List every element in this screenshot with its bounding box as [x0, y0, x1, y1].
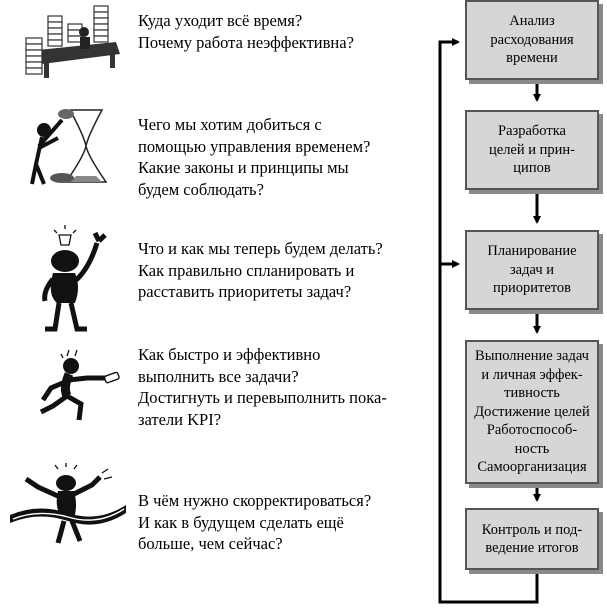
feedback-loop-line [438, 38, 539, 604]
step-text: Самоорганизация [477, 459, 587, 476]
step-text: Работоспособ- [486, 422, 578, 439]
step-text: ность [514, 440, 550, 457]
step-execution-box: Выполнение задач и личная эффек- тивност… [465, 340, 599, 484]
idea-person-icon [42, 225, 107, 332]
paperwork-desk-icon [25, 5, 120, 78]
step-text: ципов [513, 160, 551, 177]
question-line: Куда уходит всё время? [138, 11, 303, 30]
step-goals-box: Разработка целей и прин- ципов [465, 110, 599, 190]
question-line: затели KPI? [138, 409, 222, 429]
step-text: ведение итогов [485, 540, 579, 556]
question-line: будем соблюдать? [138, 179, 264, 199]
question-line: расставить приоритеты задач? [138, 282, 352, 301]
question-line: выполнить все задачи? [138, 366, 299, 386]
question-1: Куда уходит всё время? Почему работа неэ… [138, 10, 354, 53]
step-text: Разработка [498, 123, 566, 140]
question-line: Достигнуть и перевыполнить пока- [138, 388, 387, 407]
step-text: времени [506, 50, 558, 67]
step-text: Контроль и под- [481, 521, 583, 538]
question-line: Чего мы хотим добиться с [138, 115, 322, 134]
question-line: Почему работа неэффективна? [138, 32, 354, 52]
step-analysis-box: Анализ расходования времени [465, 0, 599, 80]
step-text: тивность [504, 385, 560, 402]
step-text: Планирование [487, 243, 577, 260]
step-text: целей и прин- [489, 141, 575, 158]
finish-line-person-icon [10, 463, 126, 544]
question-4: Как быстро и эффективно выполнить все за… [138, 344, 387, 430]
question-line: Как быстро и эффективно [138, 345, 321, 364]
question-line: Какие законы и принципы мы [138, 158, 349, 177]
step-text: Анализ [509, 13, 555, 30]
question-line: помощью управления временем? [138, 136, 371, 156]
question-2: Чего мы хотим добиться с помощью управле… [138, 114, 370, 200]
step-planning-box: Планирование задач и приоритетов [465, 230, 599, 310]
hourglass-person-icon [30, 109, 108, 185]
question-line: В чём нужно скорректироваться? [138, 491, 372, 510]
question-line: больше, чем сейчас? [138, 534, 283, 553]
step-text: расходования [490, 31, 574, 48]
step-text: Выполнение задач [475, 348, 589, 365]
running-person-icon [39, 349, 120, 421]
question-5: В чём нужно скорректироваться? И как в б… [138, 490, 371, 555]
step-text: задач и [509, 261, 555, 278]
step-text: и личная эффек- [481, 366, 583, 383]
question-3: Что и как мы теперь будем делать? Как пр… [138, 238, 383, 303]
question-line: Как правильно спланировать и [138, 260, 355, 280]
question-line: И как в будущем сделать ещё [138, 512, 344, 532]
step-text: Достижение целей [474, 403, 590, 420]
question-line: Что и как мы теперь будем делать? [138, 239, 383, 258]
step-control-box: Контроль и под- ведение итогов [465, 508, 599, 570]
step-text: приоритетов [492, 280, 572, 297]
